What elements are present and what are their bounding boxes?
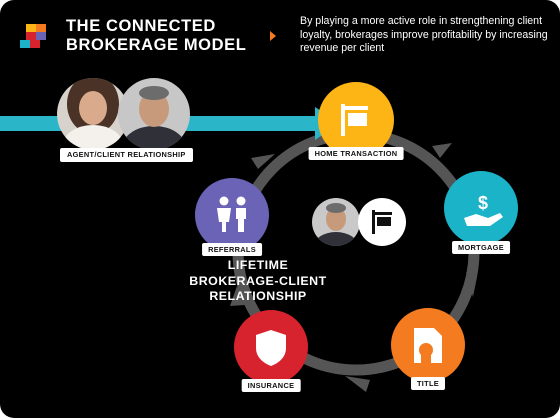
chevron-right-icon — [270, 31, 276, 41]
brand-logo — [20, 24, 46, 48]
node-label-mortgage: MORTGAGE — [452, 241, 510, 254]
hand-dollar-icon: $ — [464, 193, 503, 226]
page-title: THE CONNECTED BROKERAGE MODEL — [66, 17, 246, 55]
shield-icon — [256, 330, 286, 366]
node-label-home-transaction: HOME TRANSACTION — [308, 147, 404, 160]
tagline: By playing a more active role in strengt… — [300, 15, 548, 55]
center-agent-photo — [312, 198, 360, 246]
node-insurance — [234, 310, 308, 384]
ring-arrow-2 — [466, 272, 477, 297]
node-label-title: TITLE — [410, 377, 446, 390]
title-line-1: THE CONNECTED — [66, 17, 216, 35]
people-icon — [217, 196, 246, 232]
center-text: LIFETIME BROKERAGE-CLIENT RELATIONSHIP — [158, 258, 358, 305]
agent-client-relationship-label: AGENT/CLIENT RELATIONSHIP — [60, 148, 193, 162]
title-line-2: BROKERAGE MODEL — [66, 36, 247, 54]
center-text-line-3: RELATIONSHIP — [209, 289, 307, 303]
node-label-insurance: INSURANCE — [241, 379, 301, 392]
agent-photo — [57, 78, 129, 150]
node-mortgage: $ — [444, 171, 518, 245]
ring-arrow-5 — [251, 154, 275, 169]
svg-text:$: $ — [478, 193, 488, 213]
ring-arrow-4 — [230, 286, 245, 306]
certificate-document-icon — [414, 328, 442, 368]
ring-arrows — [230, 143, 477, 392]
ring-arrow-3 — [345, 376, 370, 392]
node-label-referrals: REFERRALS — [202, 243, 262, 256]
ring-arrow-1 — [432, 143, 452, 158]
node-referrals — [195, 178, 269, 252]
center-text-line-1: LIFETIME — [227, 258, 289, 272]
center-sign-icon — [358, 198, 406, 246]
node-title — [391, 308, 465, 382]
real-estate-sign-icon — [341, 104, 368, 136]
node-home-transaction — [318, 82, 394, 158]
center-text-line-2: BROKERAGE-CLIENT — [189, 273, 327, 288]
